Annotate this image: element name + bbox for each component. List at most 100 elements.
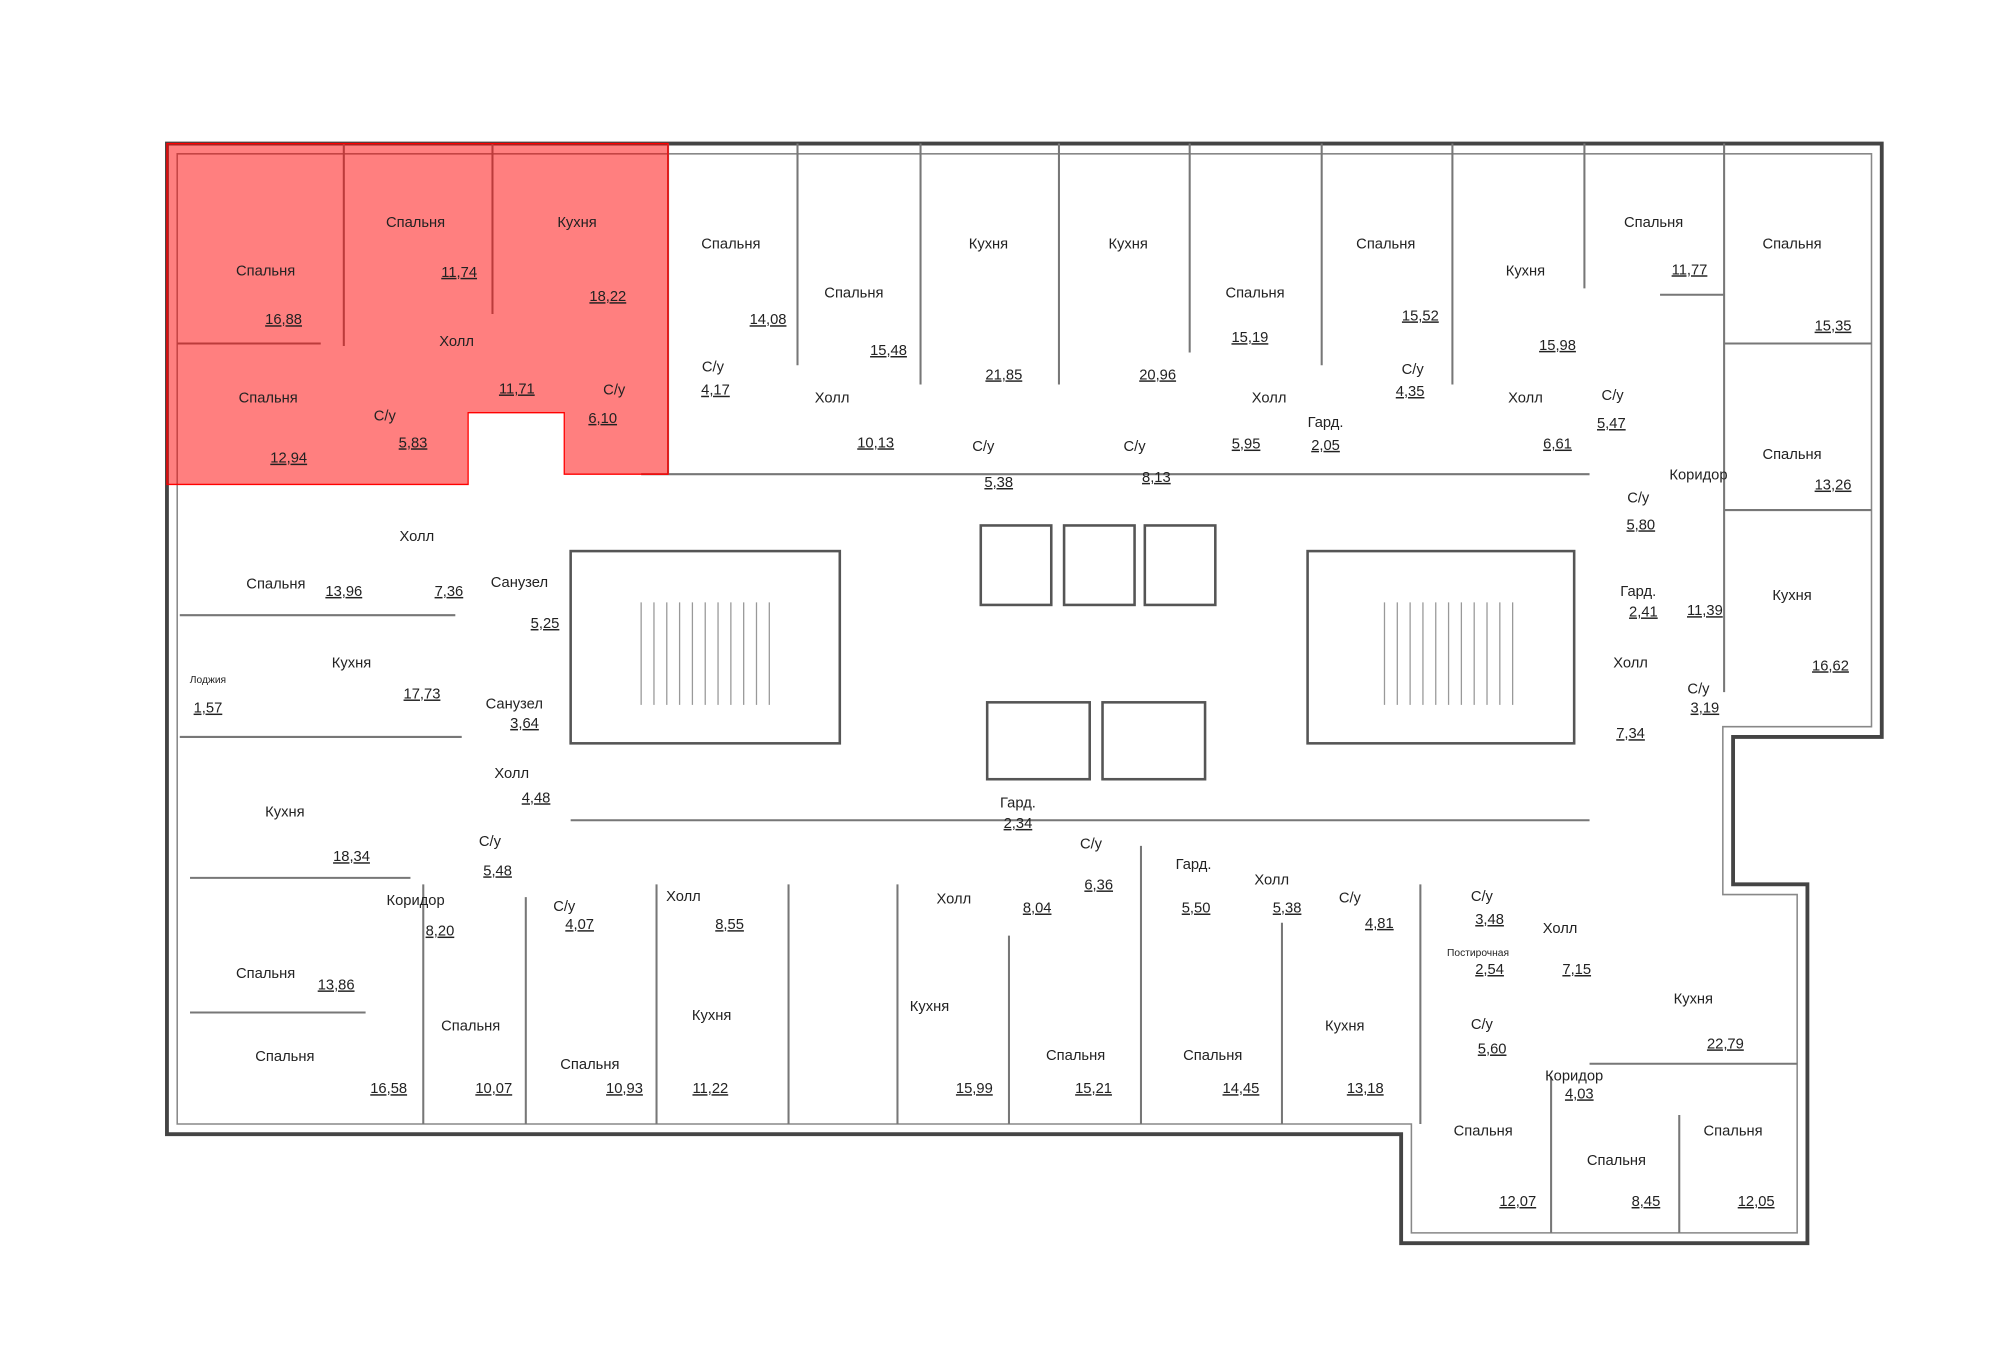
room-name: Холл <box>1252 390 1287 406</box>
room-name: Спальня <box>236 966 295 982</box>
room-name: Кухня <box>692 1008 731 1024</box>
room-name: Гард. <box>1176 857 1212 873</box>
elevator-shaft <box>979 524 1053 607</box>
room-area: 4,35 <box>1396 384 1425 400</box>
room-area: 7,36 <box>435 584 464 600</box>
room-area: 4,81 <box>1365 916 1394 932</box>
room-area: 13,26 <box>1815 478 1852 494</box>
elevator-shaft <box>1062 524 1136 607</box>
room-name: Гард. <box>1000 795 1036 811</box>
room: Холл 6,61 <box>1508 390 1572 452</box>
room-area: 5,48 <box>483 863 512 879</box>
room-area: 11,22 <box>692 1081 728 1097</box>
room: Спальня 13,26 <box>1762 447 1851 494</box>
room-name: С/у <box>553 899 576 915</box>
room-area: 5,80 <box>1626 517 1655 533</box>
room: Кухня 15,98 <box>1506 264 1576 354</box>
room: С/у4,35 <box>1396 362 1425 400</box>
room-area: 16,58 <box>370 1081 407 1097</box>
room-area: 13,86 <box>318 977 355 993</box>
room: Санузел 3,64 <box>486 697 543 732</box>
room: С/у5,83 <box>374 408 428 451</box>
room-area: 6,61 <box>1543 437 1572 453</box>
room-name: Гард. <box>1620 584 1656 600</box>
room-area: 15,98 <box>1539 338 1576 354</box>
room-name: Спальня <box>239 390 298 406</box>
room-name: Спальня <box>1624 215 1683 231</box>
room-area: 5,25 <box>531 616 560 632</box>
room-area: 10,07 <box>475 1081 512 1097</box>
room-name: Кухня <box>1506 264 1545 280</box>
room-area: 15,35 <box>1815 319 1852 335</box>
room-name: Спальня <box>255 1049 314 1065</box>
room-name: Коридор <box>387 893 445 909</box>
room-area: 4,48 <box>522 790 551 806</box>
room-name: Коридор <box>1545 1068 1603 1084</box>
room: С/у5,38 <box>972 439 1013 491</box>
room-name: Санузел <box>486 697 543 713</box>
room-area: 13,18 <box>1347 1081 1384 1097</box>
outer-wall-inner <box>176 153 1873 1234</box>
room-name: Спальня <box>1762 447 1821 463</box>
room-name: Спальня <box>1183 1048 1242 1064</box>
room-area: 3,48 <box>1475 912 1504 928</box>
room-area: 18,22 <box>589 289 626 305</box>
room-name: Спальня <box>1587 1153 1646 1169</box>
room-area: 2,41 <box>1629 604 1658 620</box>
room-area: 3,64 <box>510 716 539 732</box>
room-area: 8,04 <box>1023 901 1052 917</box>
room-area: 16,62 <box>1812 658 1849 674</box>
stairwell-east <box>1306 549 1576 745</box>
room-name: Кухня <box>1325 1018 1364 1034</box>
room-name: Спальня <box>441 1018 500 1034</box>
room-area: 6,36 <box>1084 877 1113 893</box>
interior-walls <box>177 143 1872 1233</box>
room-area: 5,47 <box>1597 416 1626 432</box>
room: С/у6,36 <box>1080 836 1113 893</box>
room-name: Холл <box>400 529 435 545</box>
room-area: 21,85 <box>985 367 1022 383</box>
room-name: С/у <box>702 360 725 376</box>
room-name: С/у <box>479 834 502 850</box>
room-area: 22,79 <box>1707 1036 1744 1052</box>
room-name: Холл <box>1508 390 1543 406</box>
room-area: 3,19 <box>1691 701 1720 717</box>
building-core <box>569 524 1576 781</box>
room-labels: Спальня16,88Спальня11,74Кухня18,22Холл11… <box>190 215 1852 1210</box>
room-area: 8,45 <box>1632 1194 1661 1210</box>
room: С/у 3,48 <box>1471 889 1504 928</box>
room: С/у6,10 <box>588 383 626 427</box>
room-name: Холл <box>1613 656 1648 672</box>
room-area: 13,96 <box>325 584 362 600</box>
room-area: 5,60 <box>1478 1041 1507 1057</box>
room-area: 11,71 <box>499 381 535 397</box>
room-name: Кухня <box>1674 992 1713 1008</box>
room-name: Спальня <box>386 215 445 231</box>
room-name: Гард. <box>1308 415 1344 431</box>
room-name: Холл <box>666 889 701 905</box>
selected-apartment-highlight[interactable] <box>166 142 669 486</box>
room-name: Кухня <box>969 237 1008 253</box>
room-name: С/у <box>1471 889 1494 905</box>
room-name: Спальня <box>1046 1048 1105 1064</box>
room-name: С/у <box>374 408 397 424</box>
room-name: Спальня <box>1356 237 1415 253</box>
room-name: Спальня <box>560 1057 619 1073</box>
